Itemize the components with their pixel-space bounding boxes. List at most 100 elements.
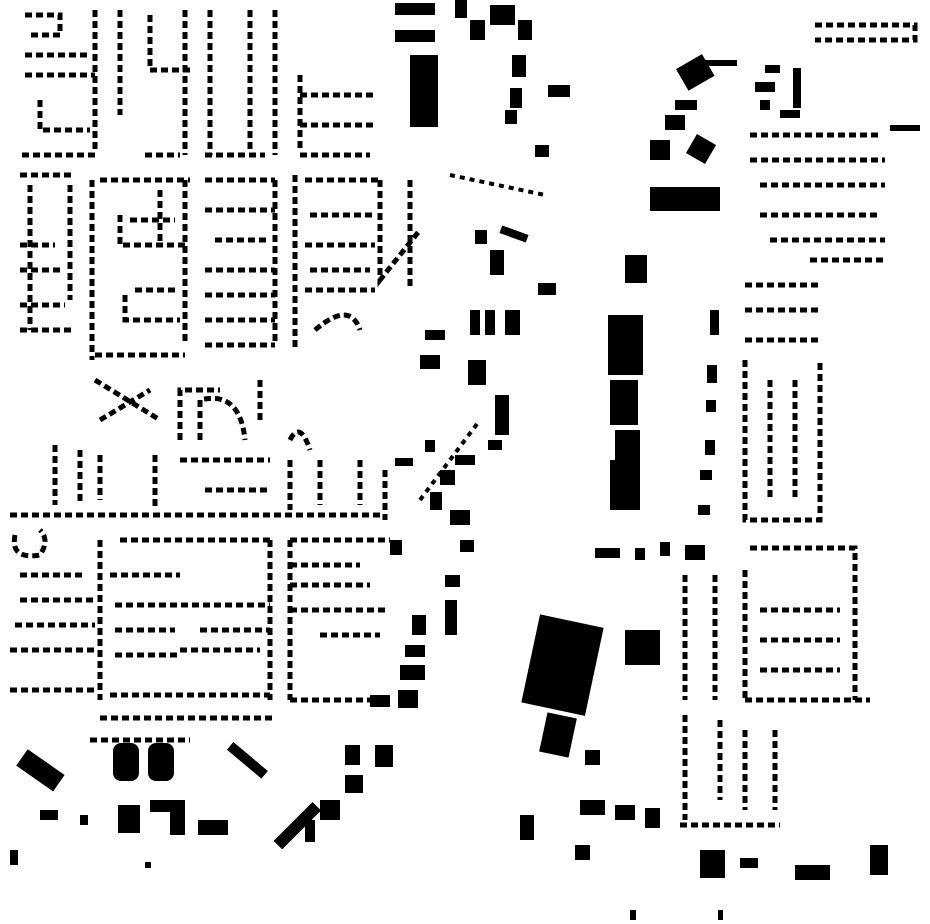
building-footprint — [635, 548, 645, 560]
building-footprint — [685, 133, 717, 165]
building-footprint — [198, 820, 228, 835]
building-footprint — [98, 387, 152, 423]
building-footprint — [625, 630, 660, 665]
building-footprint — [710, 310, 719, 335]
building-footprint — [425, 330, 445, 340]
building-footprint — [470, 20, 485, 40]
building-footprint — [273, 801, 322, 850]
building-footprint — [445, 575, 460, 587]
building-footprint — [395, 30, 435, 42]
building-footprint — [287, 429, 313, 451]
building-footprint — [795, 865, 830, 880]
building-footprint — [25, 12, 63, 38]
building-footprint — [460, 540, 474, 552]
building-footprint — [495, 395, 509, 435]
building-footprint — [675, 100, 697, 110]
building-footprint — [405, 645, 425, 657]
building-footprint — [410, 55, 438, 127]
building-footprint — [630, 910, 636, 920]
building-footprint — [320, 800, 340, 820]
building-footprint — [718, 910, 723, 920]
building-footprint — [37, 100, 90, 133]
building-footprint — [660, 542, 670, 556]
building-footprint — [512, 55, 526, 77]
building-footprint — [765, 65, 780, 73]
residential-rows-west — [10, 377, 390, 743]
building-footprint — [11, 528, 48, 559]
building-footprint — [440, 470, 455, 485]
building-footprint — [650, 187, 720, 211]
building-footprint — [395, 3, 435, 15]
building-footprint — [449, 173, 546, 197]
building-footprint — [595, 548, 620, 558]
building-footprint — [615, 805, 635, 820]
building-footprint — [698, 505, 710, 515]
building-footprint — [418, 418, 482, 502]
building-footprint — [750, 545, 858, 700]
building-footprint — [305, 820, 315, 842]
building-footprint — [345, 775, 363, 793]
building-footprint — [16, 749, 65, 792]
building-footprint — [755, 82, 775, 92]
building-footprint — [650, 140, 670, 160]
building-footprint — [707, 365, 717, 383]
building-footprint — [430, 492, 442, 510]
building-footprint — [390, 540, 402, 555]
building-footprint — [313, 312, 363, 332]
building-footprint — [345, 745, 360, 765]
building-footprint — [610, 380, 638, 425]
building-footprint — [521, 614, 604, 716]
building-footprint — [610, 460, 640, 510]
building-footprint — [706, 400, 716, 412]
building-footprint — [645, 808, 660, 828]
building-footprint — [370, 695, 390, 707]
building-footprint — [585, 750, 600, 765]
building-footprint — [505, 110, 517, 124]
building-footprint — [40, 810, 58, 820]
building-footprint — [118, 805, 140, 833]
building-footprint — [445, 600, 457, 635]
building-footprint — [505, 310, 520, 335]
building-footprint — [793, 68, 801, 108]
building-footprint — [400, 665, 425, 680]
building-footprint — [455, 455, 475, 465]
residential-rows-northwest — [20, 10, 422, 360]
building-footprint — [760, 100, 770, 110]
building-footprint — [625, 255, 647, 283]
building-footprint — [395, 458, 413, 466]
building-footprint — [870, 845, 888, 875]
building-footprint — [665, 115, 685, 130]
building-footprint — [122, 295, 180, 323]
building-footprint — [575, 845, 590, 860]
building-footprint — [450, 510, 470, 525]
building-footprint — [375, 745, 393, 767]
building-footprint — [815, 22, 918, 43]
building-footprint — [147, 15, 190, 73]
building-footprint — [890, 125, 920, 131]
building-footprint — [145, 862, 151, 868]
building-footprint — [177, 387, 220, 440]
building-footprint — [420, 355, 440, 369]
building-footprint — [10, 850, 18, 865]
building-footprint — [700, 470, 712, 480]
building-footprint — [510, 88, 522, 108]
building-footprint — [780, 110, 800, 118]
building-footprint — [425, 440, 435, 452]
building-footprint — [485, 310, 495, 335]
building-footprint — [740, 858, 758, 868]
building-footprint — [490, 250, 504, 275]
building-footprint — [705, 60, 737, 66]
building-footprint — [226, 742, 268, 779]
building-footprint — [520, 815, 534, 840]
building-footprint — [197, 395, 248, 441]
building-footprint — [475, 230, 487, 244]
building-footprint — [676, 54, 715, 91]
building-footprint — [535, 145, 549, 157]
building-footprint — [608, 315, 643, 375]
building-footprint — [470, 310, 480, 335]
building-footprint — [468, 360, 486, 385]
building-footprint — [499, 225, 529, 243]
building-footprint — [377, 180, 422, 288]
building-footprint — [539, 712, 577, 758]
building-footprint — [150, 800, 185, 835]
